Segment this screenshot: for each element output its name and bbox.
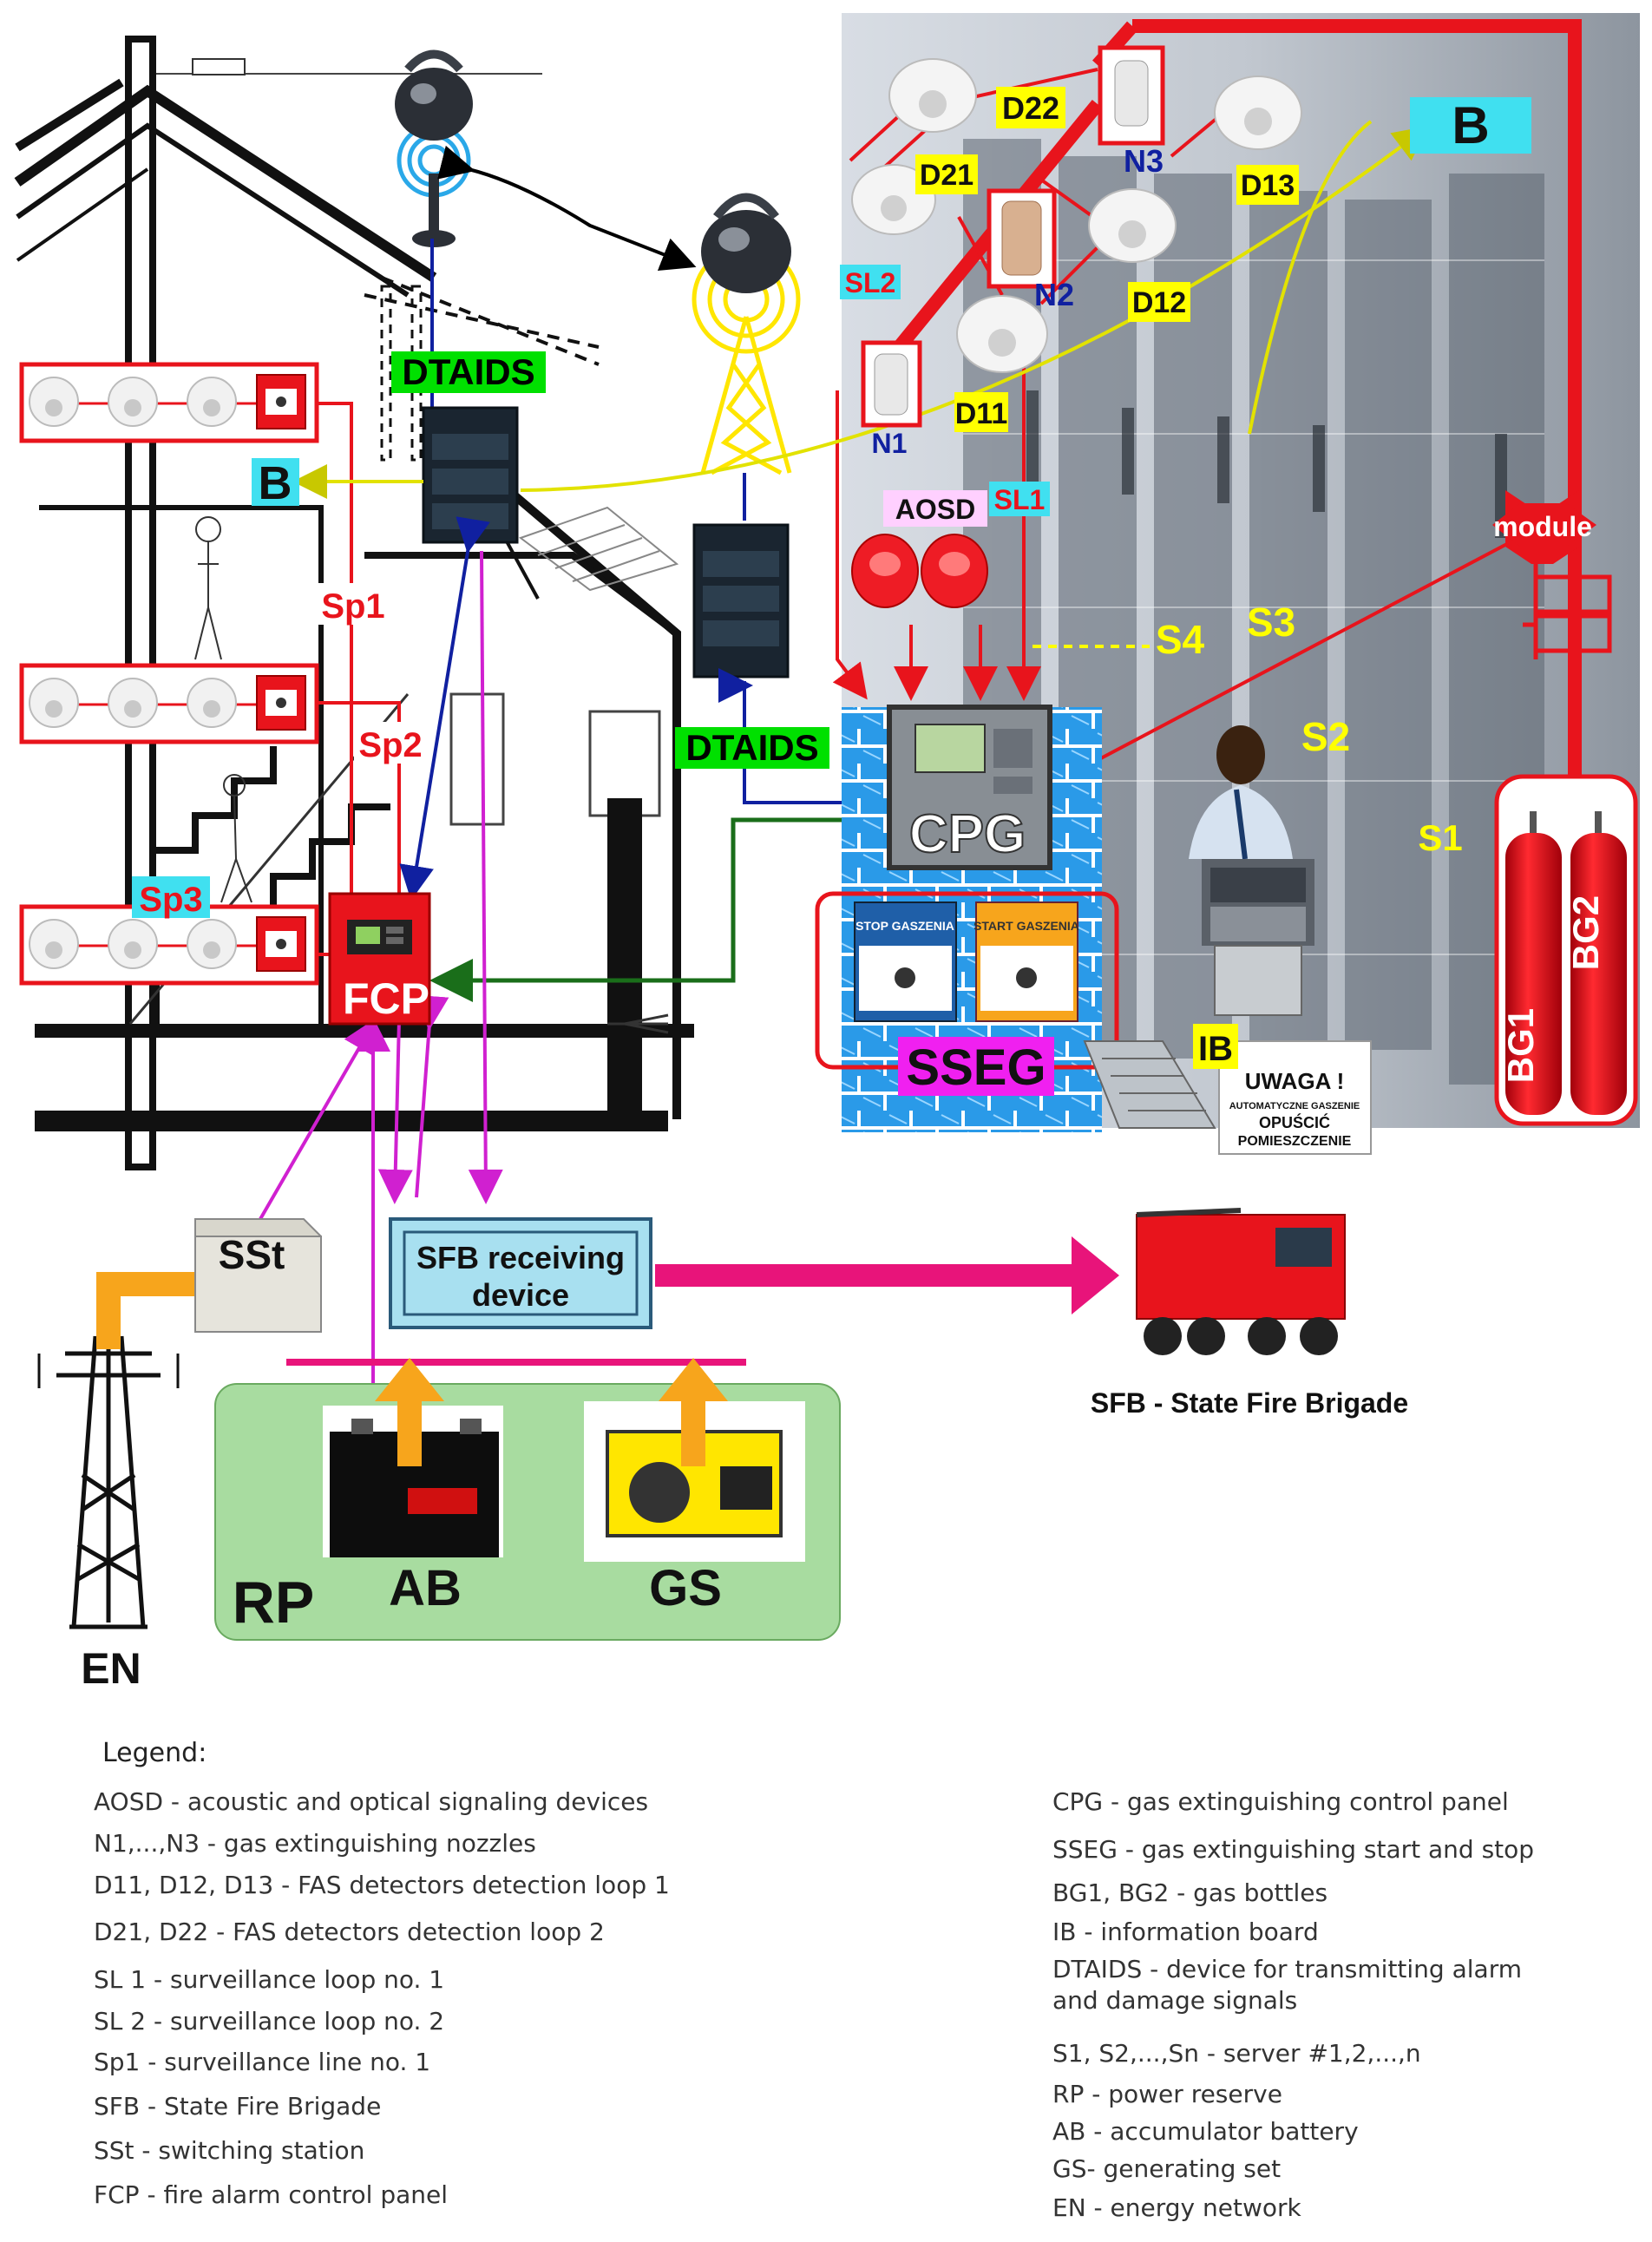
dtaids-right-label: DTAIDS	[685, 727, 818, 768]
legend-item: SL 2 - surveillance loop no. 2	[94, 2007, 445, 2036]
n1-label: N1	[872, 428, 908, 459]
supply-arrows-up	[375, 1358, 728, 1466]
legend-item: BG1, BG2 - gas bottles	[1052, 1878, 1328, 1907]
legend-item: EN - energy network	[1052, 2193, 1301, 2222]
d11-label: D11	[955, 397, 1008, 430]
detector-group-sp3	[19, 904, 319, 986]
power-tower	[37, 1314, 180, 1629]
legend-item: AOSD - acoustic and optical signaling de…	[94, 1787, 649, 1816]
d12-label: D12	[1132, 286, 1186, 319]
sfb-device-label-1: SFB receiving	[416, 1240, 625, 1275]
d21-label: D21	[920, 159, 974, 192]
sp2-label: Sp2	[358, 726, 422, 764]
antenna-tower	[692, 193, 801, 475]
warning-line3: POMIESZCZENIE	[1238, 1134, 1352, 1149]
dtaids-left-label: DTAIDS	[402, 351, 534, 392]
alarm-transmission-arrowhead	[1072, 1236, 1119, 1314]
s4-label: S4	[1156, 617, 1205, 662]
n2-label: N2	[1034, 277, 1074, 312]
warning-line2: OPUŚCIĆ	[1259, 1113, 1330, 1131]
b-right-label: B	[1452, 96, 1489, 154]
gs-label: GS	[649, 1560, 722, 1616]
legend-title: Legend:	[102, 1738, 207, 1768]
operator-with-copier	[1189, 725, 1314, 1016]
aosd-label: AOSD	[895, 494, 975, 525]
switching-station	[194, 1218, 322, 1333]
legend-item: DTAIDS - device for transmitting alarm a…	[1052, 1955, 1522, 2015]
detector-d13	[1214, 75, 1302, 150]
b-left-label: B	[259, 457, 292, 509]
detector-d21	[851, 164, 936, 235]
nozzle-n3	[1098, 45, 1165, 146]
ceiling-detectors	[851, 45, 1302, 428]
grid-supply-arrow	[96, 1272, 208, 1349]
floor-detector-groups	[19, 362, 401, 986]
n3-label: N3	[1124, 143, 1164, 179]
fcp-label: FCP	[343, 974, 429, 1023]
legend-item: N1,...,N3 - gas extinguishing nozzles	[94, 1829, 536, 1858]
detector-group-sp1	[19, 362, 319, 443]
legend-item: D21, D22 - FAS detectors detection loop …	[94, 1918, 605, 1946]
legend-item: IB - information board	[1052, 1918, 1319, 1946]
sst-label: SSt	[219, 1232, 285, 1277]
stop-button-label: STOP GASZENIA	[856, 919, 954, 933]
legend-item: SL 1 - surveillance loop no. 1	[94, 1965, 445, 1994]
fire-truck	[1136, 1208, 1346, 1355]
sp1-label: Sp1	[321, 587, 384, 626]
sfb-receiving-device	[389, 1217, 652, 1329]
d13-label: D13	[1241, 169, 1295, 202]
legend-item: CPG - gas extinguishing control panel	[1052, 1787, 1509, 1816]
detector-group-sp2	[19, 663, 319, 744]
legend-item: Sp1 - surveillance line no. 1	[94, 2048, 431, 2076]
warning-line1: AUTOMATYCZNE GASZENIE	[1229, 1101, 1360, 1111]
legend-item: SSEG - gas extinguishing start and stop	[1052, 1835, 1535, 1864]
legend-item: GS- generating set	[1052, 2154, 1282, 2183]
sl1-label: SL1	[994, 484, 1046, 515]
sl2-label: SL2	[845, 267, 896, 298]
sp3-label: Sp3	[139, 881, 202, 919]
detector-row	[29, 374, 306, 429]
nozzle-n1	[861, 340, 922, 428]
aosd-sirens	[851, 534, 988, 608]
nozzle-n2	[987, 188, 1057, 289]
sfb-device-label-2: device	[472, 1277, 569, 1313]
legend-item: FCP - fire alarm control panel	[94, 2180, 449, 2209]
sseg-box	[815, 891, 1119, 1070]
legend-item: S1, S2,...,Sn - server #1,2,...,n	[1052, 2039, 1421, 2068]
rp-label: RP	[233, 1570, 314, 1636]
legend-item: SSt - switching station	[94, 2136, 365, 2165]
floor-grid	[1083, 1040, 1216, 1129]
detector-d22	[888, 58, 977, 133]
detector-d12	[1088, 188, 1177, 263]
legend-item: SFB - State Fire Brigade	[94, 2092, 382, 2121]
information-board	[1218, 1040, 1372, 1155]
legend-item: D11, D12, D13 - FAS detectors detection …	[94, 1871, 670, 1899]
en-label: EN	[81, 1644, 141, 1693]
radio-link-arrow	[437, 145, 697, 271]
warning-title: UWAGA !	[1245, 1068, 1345, 1094]
s3-label: S3	[1247, 600, 1295, 645]
fcp-panel	[328, 892, 431, 1026]
s1-label: S1	[1418, 817, 1462, 858]
ab-label: AB	[389, 1560, 462, 1616]
bg2-label: BG2	[1565, 895, 1606, 970]
sfb-caption: SFB - State Fire Brigade	[1091, 1387, 1408, 1419]
s2-label: S2	[1301, 714, 1350, 759]
gas-bottles	[1494, 774, 1638, 1126]
legend-item: RP - power reserve	[1052, 2080, 1282, 2108]
sseg-label: SSEG	[906, 1039, 1046, 1096]
antenna-left	[395, 49, 473, 247]
bg1-label: BG1	[1500, 1008, 1541, 1083]
module-valve	[1492, 490, 1612, 659]
detector-d11	[956, 295, 1048, 373]
dtaids-cabinet-right	[692, 523, 790, 678]
ib-label: IB	[1198, 1030, 1233, 1068]
legend-item: AB - accumulator battery	[1052, 2117, 1359, 2146]
start-button-label: START GASZENIA	[974, 919, 1079, 933]
cpg-label: CPG	[909, 804, 1026, 864]
d22-label: D22	[1002, 90, 1059, 126]
module-label: module	[1493, 511, 1592, 542]
